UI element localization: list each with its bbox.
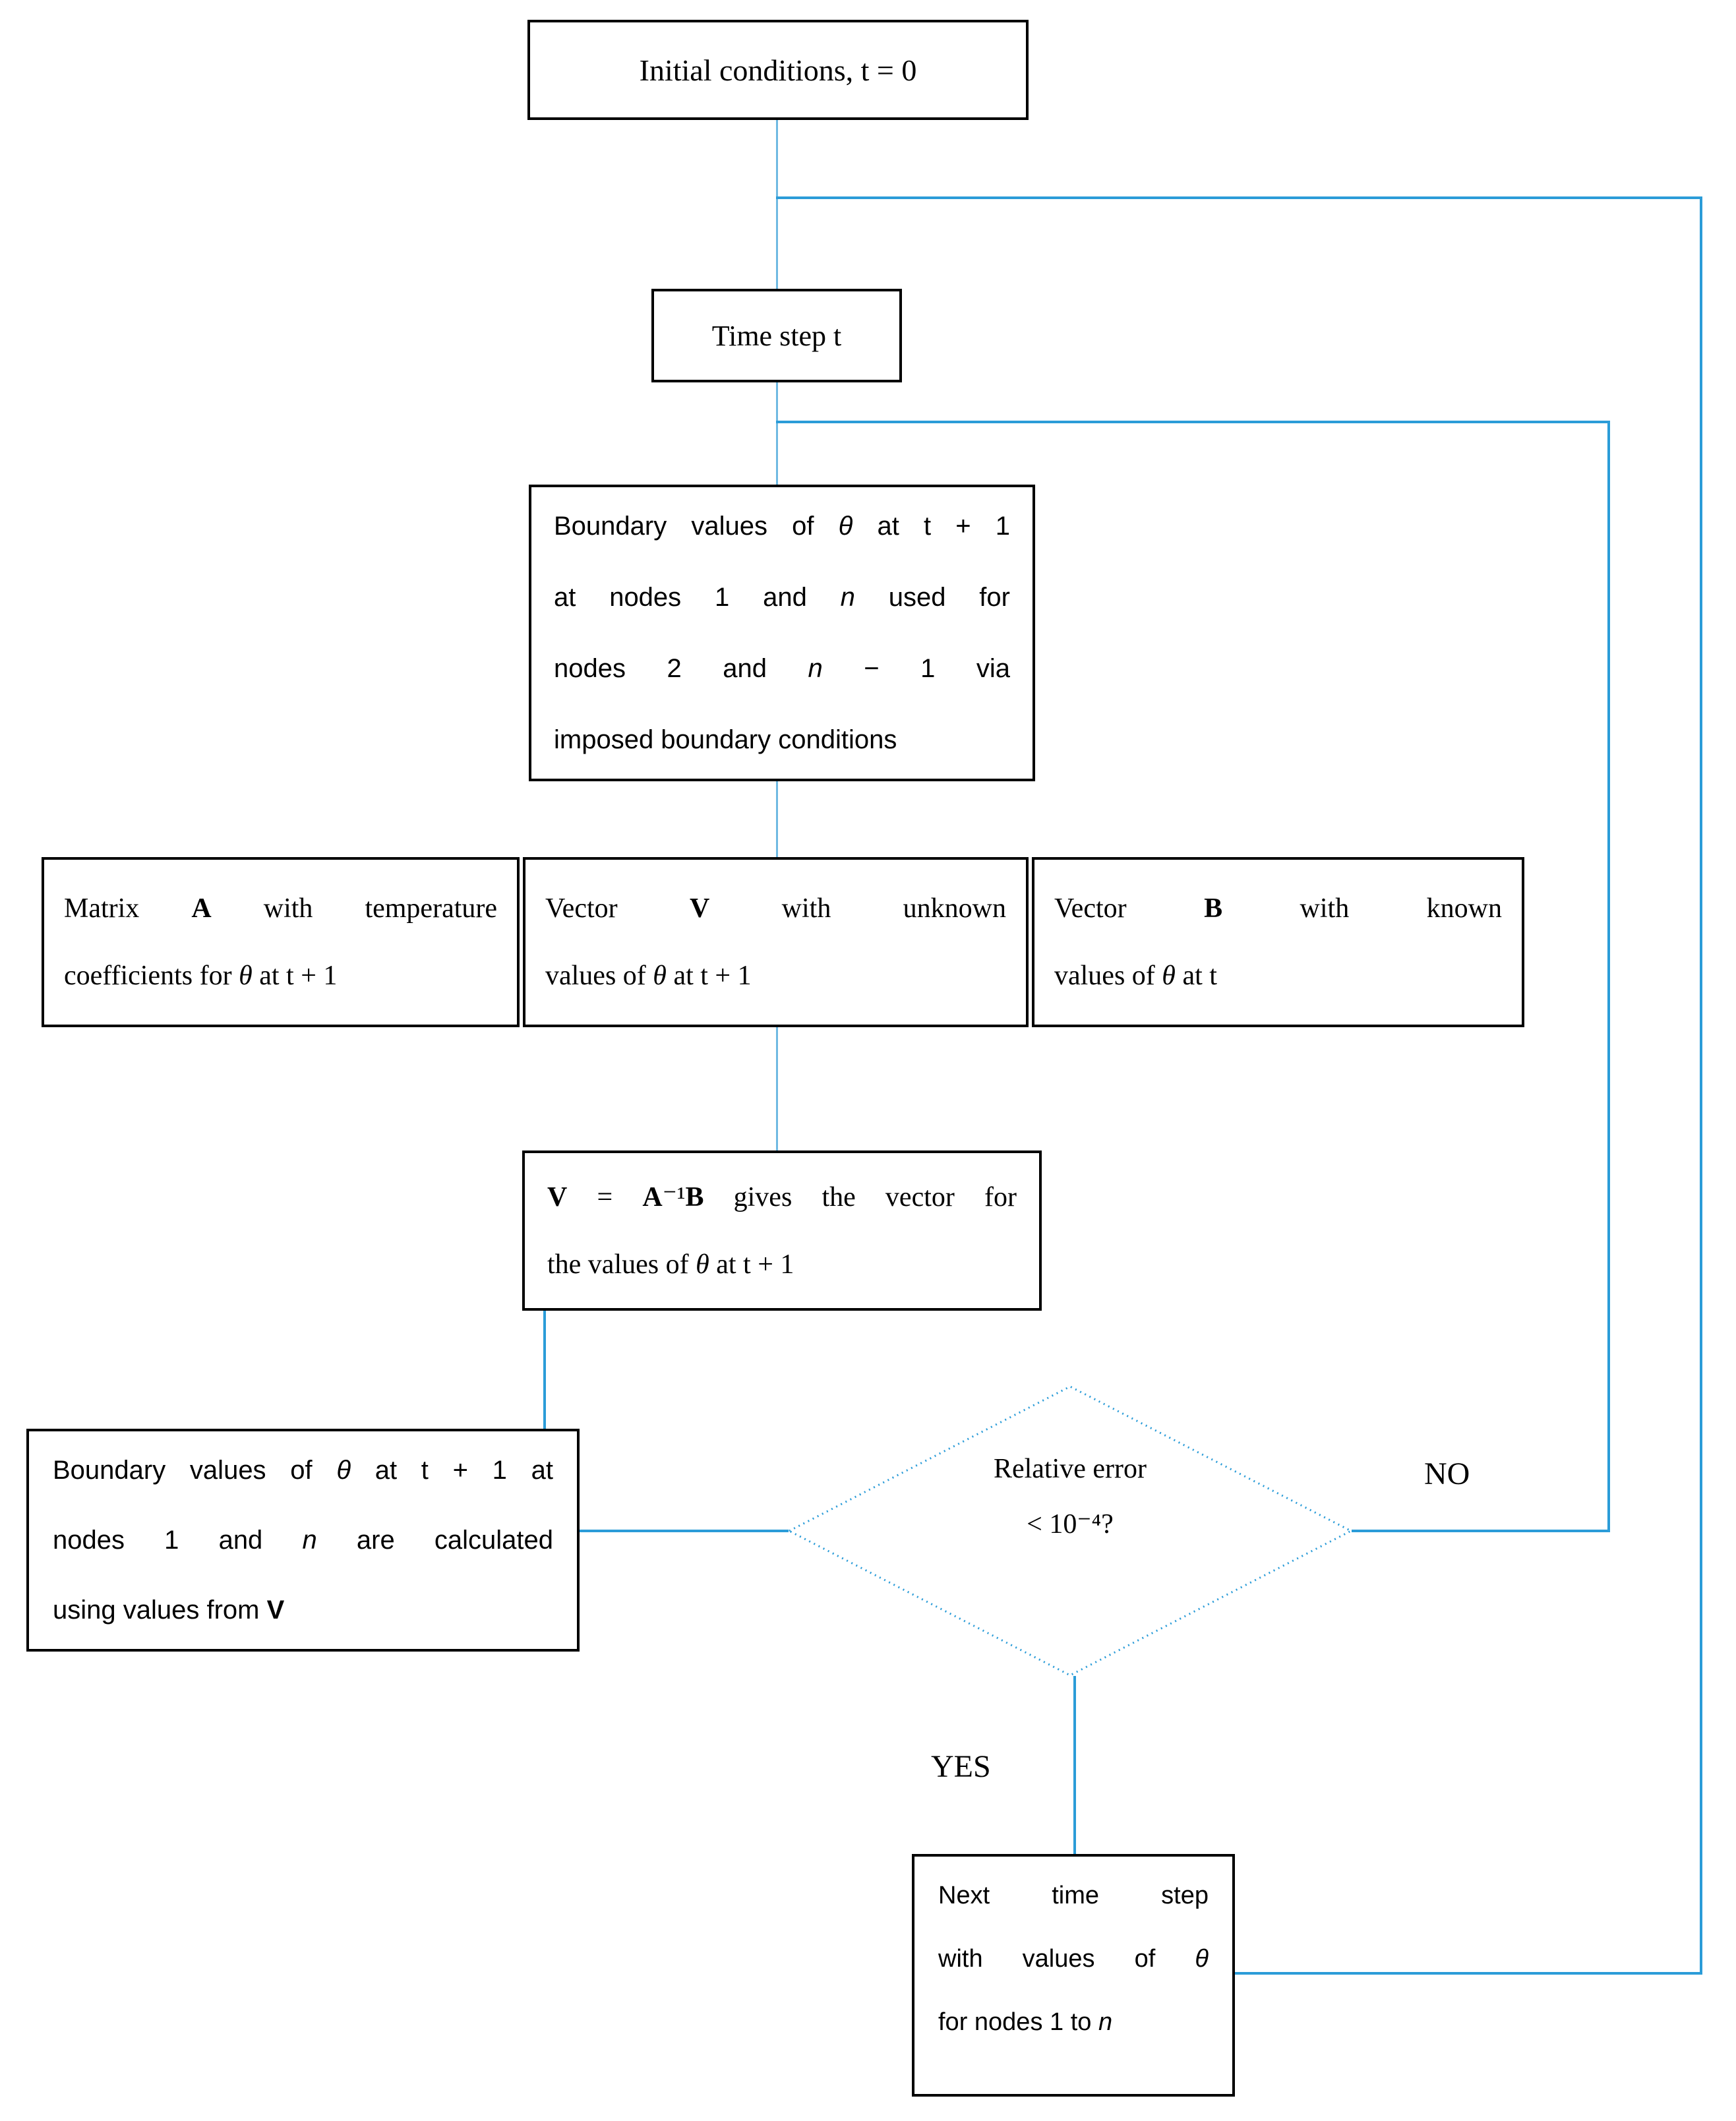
- imposed-boundary-line-1: Boundary values of θ at t + 1: [554, 512, 1011, 541]
- node-vector-v: Vector V with unknown values of θ at t +…: [523, 857, 1029, 1027]
- node-calculated-boundary: Boundary values of θ at t + 1 at nodes 1…: [26, 1429, 580, 1652]
- node-solve-system: V = A⁻¹B gives the vector for the values…: [522, 1150, 1042, 1311]
- decision-node: Relative error < 10⁻⁴?: [787, 1441, 1353, 1552]
- connector-outer-loop-bottom: [1235, 1972, 1702, 1975]
- connector-diamond-to-next: [1073, 1676, 1076, 1854]
- connector-solve-to-calc: [543, 1311, 546, 1429]
- node-matrix-a: Matrix A with temperature coefficients f…: [42, 857, 520, 1027]
- node-imposed-boundary: Boundary values of θ at t + 1 at nodes 1…: [529, 485, 1035, 781]
- next-time-step-line-2: with values of θ: [938, 1945, 1209, 1973]
- next-time-step-line-3: for nodes 1 to n: [938, 2008, 1113, 2036]
- node-vector-b: Vector B with known values of θ at t: [1032, 857, 1524, 1027]
- calculated-boundary-line-2: nodes 1 and n are calculated: [53, 1526, 554, 1555]
- decision-line-2: < 10⁻⁴?: [1027, 1509, 1114, 1539]
- decision-line-1: Relative error: [993, 1454, 1147, 1484]
- connector-calc-to-diamond: [580, 1530, 789, 1532]
- node-next-time-step: Next time step with values of θ for node…: [912, 1854, 1235, 2097]
- calculated-boundary-line-1: Boundary values of θ at t + 1 at: [53, 1456, 553, 1485]
- connector-initial-to-timestep: [776, 120, 778, 289]
- connector-outer-loop-right: [1700, 196, 1702, 1975]
- connector-timestep-to-imposed: [776, 382, 778, 485]
- connector-imposed-to-vectorv: [776, 781, 778, 857]
- matrix-a-line-2: coefficients for θ at t + 1: [64, 961, 338, 991]
- yes-branch-label: YES: [931, 1749, 991, 1784]
- connector-vectorv-to-solve: [776, 1027, 778, 1150]
- vector-b-line-2: values of θ at t: [1054, 961, 1217, 991]
- decision-diamond: [787, 1385, 1353, 1677]
- next-time-step-line-1: Next time step: [938, 1882, 1209, 1909]
- vector-v-line-2: values of θ at t + 1: [545, 961, 752, 991]
- calculated-boundary-line-3: using values from V: [53, 1596, 285, 1625]
- time-step-label: Time step t: [711, 319, 842, 352]
- vector-b-line-1: Vector B with known: [1054, 893, 1502, 924]
- connector-outer-loop-top: [776, 196, 1702, 199]
- decision-diamond-shape: [787, 1385, 1353, 1677]
- connector-diamond-to-no-loop: [1352, 1530, 1610, 1532]
- connector-no-loop-top: [776, 421, 1610, 423]
- matrix-a-line-1: Matrix A with temperature: [64, 893, 498, 924]
- solve-line-1: V = A⁻¹B gives the vector for: [547, 1181, 1017, 1212]
- node-time-step: Time step t: [651, 289, 902, 382]
- node-initial-conditions: Initial conditions, t = 0: [527, 20, 1029, 120]
- connector-no-loop-right: [1607, 421, 1610, 1532]
- imposed-boundary-line-4: imposed boundary conditions: [554, 725, 897, 754]
- imposed-boundary-line-2: at nodes 1 and n used for: [554, 583, 1010, 612]
- initial-conditions-label: Initial conditions, t = 0: [639, 53, 917, 87]
- imposed-boundary-line-3: nodes 2 and n − 1 via: [554, 654, 1011, 683]
- vector-v-line-1: Vector V with unknown: [545, 893, 1006, 924]
- no-branch-label: NO: [1424, 1456, 1470, 1491]
- solve-line-2: the values of θ at t + 1: [547, 1249, 794, 1280]
